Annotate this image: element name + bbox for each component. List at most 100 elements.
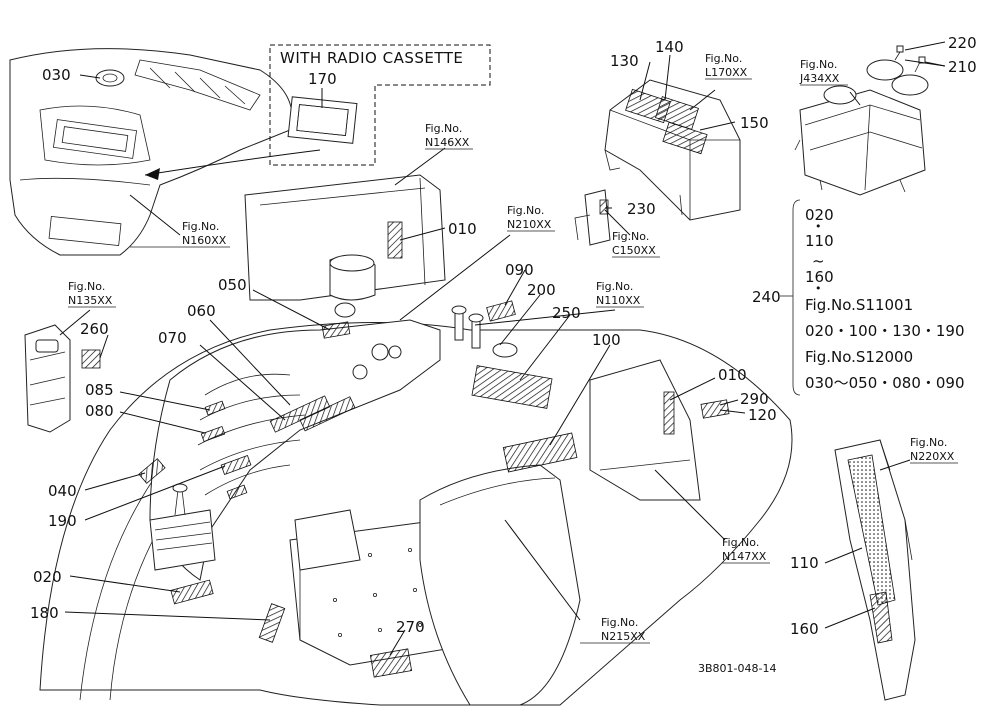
label-160: 160 (790, 620, 819, 638)
legend-line-5: Fig.No.S11001 (805, 296, 913, 314)
svg-text:N220XX: N220XX (910, 450, 955, 463)
svg-text:Fig.No.: Fig.No. (68, 280, 105, 293)
label-080: 080 (85, 402, 114, 420)
label-010-right: 010 (718, 366, 747, 384)
figref-l170: Fig.No. L170XX (705, 52, 752, 80)
legend-240: 020 • 110 ~ 160 • Fig.No.S11001 020・100・… (805, 206, 965, 392)
label-200: 200 (527, 281, 556, 299)
label-260: 260 (80, 320, 109, 338)
label-070: 070 (158, 329, 187, 347)
svg-text:C150XX: C150XX (612, 244, 656, 257)
decal-050 (321, 321, 351, 339)
decal-090 (486, 300, 516, 322)
cab-floor-assembly (39, 174, 793, 706)
label-240: 240 (752, 288, 781, 306)
label-085: 085 (85, 381, 114, 399)
figref-c150: Fig.No. C150XX (612, 230, 660, 258)
decal-180 (258, 603, 286, 643)
svg-text:Fig.No.: Fig.No. (596, 280, 633, 293)
decal-040 (138, 458, 166, 484)
label-120: 120 (748, 406, 777, 424)
label-130: 130 (610, 52, 639, 70)
figref-n220: Fig.No. N220XX (910, 436, 958, 464)
svg-text:N135XX: N135XX (68, 294, 113, 307)
decal-100 (502, 432, 578, 473)
svg-text:•: • (815, 282, 822, 295)
legend-line-1: 020 (805, 206, 834, 224)
svg-text:Fig.No.: Fig.No. (705, 52, 742, 65)
decal-020 (170, 579, 214, 605)
figref-n110: Fig.No. N110XX (596, 280, 644, 308)
pillar-drawing (834, 439, 916, 701)
radio-cassette-inset: WITH RADIO CASSETTE (269, 44, 491, 166)
decal-010 (387, 221, 403, 259)
decal-260 (81, 349, 101, 369)
svg-text:Fig.No.: Fig.No. (425, 122, 462, 135)
label-030: 030 (42, 66, 71, 84)
svg-text:Fig.No.: Fig.No. (507, 204, 544, 217)
label-170: 170 (308, 70, 337, 88)
svg-text:Fig.No.: Fig.No. (722, 536, 759, 549)
roof-panel-drawing (604, 79, 741, 221)
decal-270 (369, 648, 413, 678)
label-210: 210 (948, 58, 977, 76)
figref-n135: Fig.No. N135XX (68, 280, 116, 308)
svg-text:N110XX: N110XX (596, 294, 641, 307)
svg-text:N215XX: N215XX (601, 630, 646, 643)
figref-n146: Fig.No. N146XX (425, 122, 473, 150)
decal-085 (204, 400, 226, 416)
figref-n215: Fig.No. N215XX (580, 616, 650, 644)
label-150: 150 (740, 114, 769, 132)
figref-j434: Fig.No. J434XX (799, 58, 848, 86)
label-040: 040 (48, 482, 77, 500)
label-250: 250 (552, 304, 581, 322)
label-290: 290 (740, 390, 769, 408)
legend-line-7: Fig.No.S12000 (805, 348, 913, 366)
figure-references: Fig.No. L170XX Fig.No. J434XX Fig.No. N1… (68, 52, 958, 644)
label-190: 190 (48, 512, 77, 530)
legend-240-bracket (780, 199, 801, 396)
valve-block-drawing (794, 45, 929, 196)
label-090: 090 (505, 261, 534, 279)
svg-text:N147XX: N147XX (722, 550, 767, 563)
figref-n147: Fig.No. N147XX (722, 536, 770, 564)
svg-text:•: • (815, 220, 822, 233)
decal-160 (869, 591, 893, 644)
bracket-c150-drawing (574, 189, 611, 246)
label-010-top: 010 (448, 220, 477, 238)
svg-text:N146XX: N146XX (425, 136, 470, 149)
svg-text:J434XX: J434XX (799, 72, 840, 85)
figref-n160: Fig.No. N160XX (130, 220, 230, 248)
figref-n210: Fig.No. N210XX (507, 204, 555, 232)
legend-line-6: 020・100・130・190 (805, 322, 965, 340)
label-020: 020 (33, 568, 62, 586)
label-060: 060 (187, 302, 216, 320)
drawing-number: 3B801-048-14 (698, 662, 776, 675)
label-110: 110 (790, 554, 819, 572)
decal-110 (847, 454, 896, 606)
label-100: 100 (592, 331, 621, 349)
svg-text:L170XX: L170XX (705, 66, 748, 79)
svg-text:N160XX: N160XX (182, 234, 227, 247)
legend-line-8: 030～050・080・090 (805, 374, 965, 392)
label-140: 140 (655, 38, 684, 56)
dashboard-cover-drawing (9, 48, 321, 256)
svg-text:Fig.No.: Fig.No. (612, 230, 649, 243)
svg-text:Fig.No.: Fig.No. (910, 436, 947, 449)
part-labels: 030 170 130 140 150 220 210 010 050 090 … (30, 34, 977, 638)
decal-250 (471, 365, 553, 409)
legend-line-3: ~ (812, 252, 825, 270)
svg-text:Fig.No.: Fig.No. (800, 58, 837, 71)
decal-190 (220, 455, 252, 475)
label-270: 270 (396, 618, 425, 636)
inset-title: WITH RADIO CASSETTE (280, 49, 463, 67)
svg-text:N210XX: N210XX (507, 218, 552, 231)
svg-text:Fig.No.: Fig.No. (601, 616, 638, 629)
label-180: 180 (30, 604, 59, 622)
label-050: 050 (218, 276, 247, 294)
svg-text:Fig.No.: Fig.No. (182, 220, 219, 233)
label-230: 230 (627, 200, 656, 218)
decals (138, 221, 730, 678)
